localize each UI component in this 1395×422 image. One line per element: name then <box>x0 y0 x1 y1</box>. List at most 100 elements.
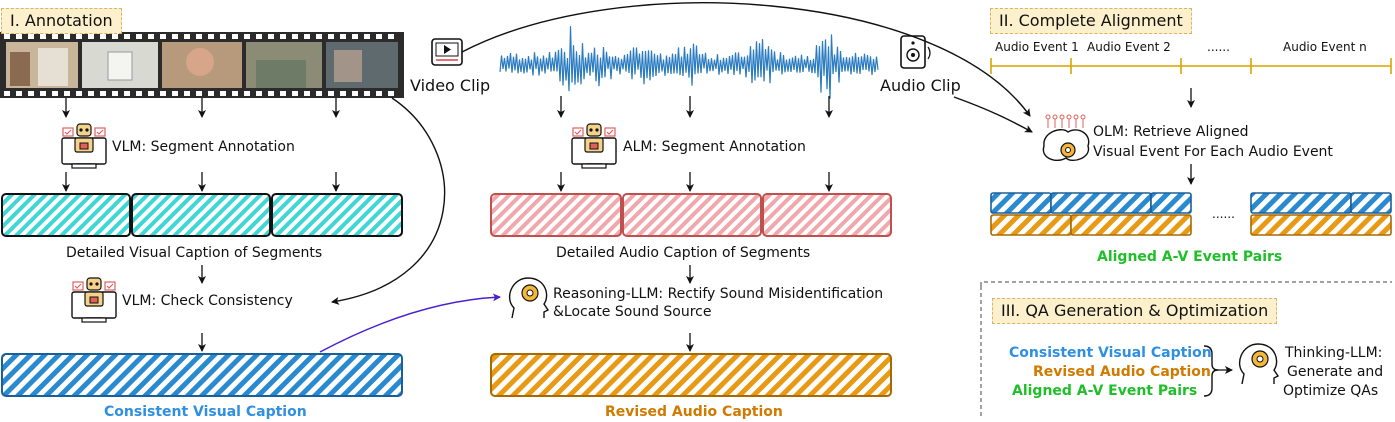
sprocket-hole <box>184 34 190 39</box>
sprocket-hole <box>208 34 214 39</box>
sprocket-hole <box>172 34 178 39</box>
qa-input-pairs: Aligned A-V Event Pairs <box>1012 383 1198 399</box>
sprocket-hole <box>232 34 238 39</box>
section3-title: III. QA Generation & Optimization <box>992 298 1278 324</box>
aligned-pairs-caption: Aligned A-V Event Pairs <box>1097 249 1283 265</box>
sprocket-hole <box>244 91 250 96</box>
audio-segment-bars <box>490 193 892 237</box>
sprocket-hole <box>52 91 58 96</box>
revised-audio-bar <box>490 353 892 397</box>
sprocket-hole <box>76 91 82 96</box>
sprocket-hole <box>196 34 202 39</box>
sprocket-hole <box>316 34 322 39</box>
sprocket-hole <box>376 91 382 96</box>
visual-to-reasoning-arrow <box>319 293 501 353</box>
sprocket-hole <box>148 91 154 96</box>
sprocket-hole <box>352 91 358 96</box>
audio-segments-caption: Detailed Audio Caption of Segments <box>556 245 811 261</box>
sprocket-hole <box>124 91 130 96</box>
sprocket-hole <box>220 91 226 96</box>
reasoning-llm-line1: Reasoning-LLM: Rectify Sound Misidentifi… <box>553 286 884 302</box>
vlm-segment-annotation-label: VLM: Segment Annotation <box>112 139 295 155</box>
sprocket-hole <box>100 34 106 39</box>
sprocket-hole <box>64 91 70 96</box>
section2-title: II. Complete Alignment <box>990 8 1192 34</box>
sprocket-hole <box>184 91 190 96</box>
robot-icon <box>571 123 617 169</box>
audio-event-label: Audio Event n <box>1283 40 1367 54</box>
sprocket-hole <box>196 91 202 96</box>
sprocket-hole <box>136 34 142 39</box>
section1-title: I. Annotation <box>1 8 122 34</box>
sprocket-hole <box>268 91 274 96</box>
sprocket-hole <box>136 91 142 96</box>
sprocket-hole <box>256 91 262 96</box>
pairs-ellipsis: ...... <box>1212 207 1235 221</box>
sprocket-hole <box>4 91 10 96</box>
sprocket-hole <box>160 91 166 96</box>
sprocket-hole <box>16 34 22 39</box>
aligned-pair-bars <box>990 192 1392 236</box>
thinking-llm-line2: Generate and <box>1287 364 1384 380</box>
sprocket-hole <box>88 91 94 96</box>
robot-icon <box>71 277 117 323</box>
sprocket-hole <box>328 91 334 96</box>
robot-icon <box>61 123 107 169</box>
sprocket-hole <box>100 91 106 96</box>
sprocket-hole <box>280 91 286 96</box>
sprocket-hole <box>292 91 298 96</box>
qa-input-audio: Revised Audio Caption <box>1033 364 1211 380</box>
sprocket-hole <box>244 34 250 39</box>
film-strip <box>0 32 404 98</box>
thinking-llm-line1: Thinking-LLM: <box>1285 345 1383 361</box>
revised-audio-caption: Revised Audio Caption <box>605 404 783 420</box>
sprocket-hole <box>328 34 334 39</box>
sprocket-hole <box>388 91 394 96</box>
visual-segment-bars <box>1 193 403 237</box>
sprocket-hole <box>280 34 286 39</box>
sprocket-hole <box>160 34 166 39</box>
flow-arrows <box>62 88 1233 374</box>
sprocket-hole <box>112 91 118 96</box>
sprocket-hole <box>304 34 310 39</box>
sprocket-hole <box>292 34 298 39</box>
sprocket-hole <box>88 34 94 39</box>
audio-event-label: Audio Event 1 <box>995 40 1079 54</box>
sprocket-hole <box>364 34 370 39</box>
video-to-check-arrow <box>331 97 446 305</box>
audio-event-label: ...... <box>1207 40 1230 54</box>
sprocket-hole <box>376 34 382 39</box>
sprocket-hole <box>4 34 10 39</box>
sprocket-hole <box>124 34 130 39</box>
qa-input-visual: Consistent Visual Caption <box>1009 345 1212 361</box>
sprocket-hole <box>208 91 214 96</box>
alm-segment-annotation-label: ALM: Segment Annotation <box>623 139 806 155</box>
visual-segments-caption: Detailed Visual Caption of Segments <box>66 245 323 261</box>
thinking-llm-line3: Optimize QAs <box>1283 383 1379 399</box>
sprocket-hole <box>16 91 22 96</box>
video-clip-icon <box>431 38 463 66</box>
vlm-check-consistency-label: VLM: Check Consistency <box>122 293 293 309</box>
sprocket-hole <box>40 34 46 39</box>
brain-network-icon <box>1042 114 1090 162</box>
sprocket-hole <box>52 34 58 39</box>
head-gear-icon <box>509 277 550 319</box>
head-gear-icon <box>1239 343 1280 385</box>
sprocket-hole <box>268 34 274 39</box>
video-clip-label: Video Clip <box>410 76 491 95</box>
sprocket-hole <box>40 91 46 96</box>
sprocket-hole <box>112 34 118 39</box>
audio-waveform <box>499 26 879 99</box>
sprocket-hole <box>352 34 358 39</box>
sprocket-hole <box>76 34 82 39</box>
section3-border <box>980 281 1392 419</box>
sprocket-hole <box>232 91 238 96</box>
sprocket-hole <box>364 91 370 96</box>
audio-to-olm-arrow <box>953 96 1033 133</box>
sprocket-hole <box>148 34 154 39</box>
olm-label-line2: Visual Event For Each Audio Event <box>1093 144 1333 160</box>
sprocket-hole <box>340 91 346 96</box>
audio-clip-label: Audio Clip <box>880 76 961 95</box>
